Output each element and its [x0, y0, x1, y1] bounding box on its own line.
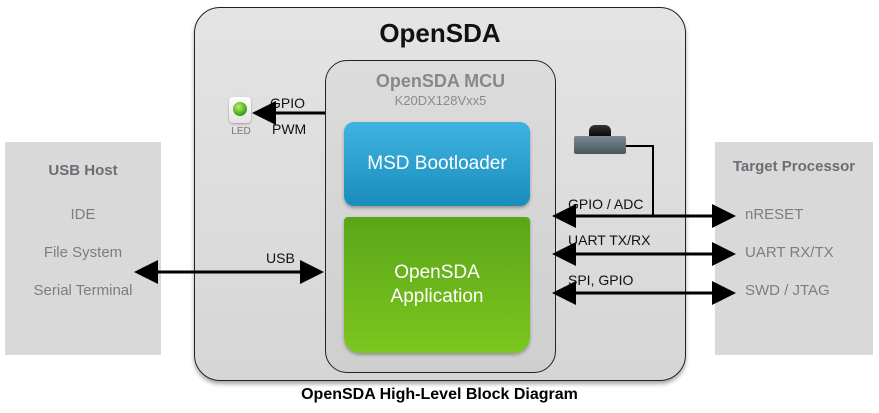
usb-host-item-file-system: File System: [43, 244, 123, 261]
application-label-line2: Application: [390, 286, 484, 307]
target-item-uart: UART RX/TX: [745, 244, 834, 261]
msd-bootloader-label: MSD Bootloader: [367, 153, 507, 174]
led-light: [233, 102, 247, 116]
usb-host-panel: USB Host IDE File System Serial Terminal: [5, 142, 161, 355]
mcu-title: OpenSDA MCU: [375, 71, 506, 91]
led-label: LED: [231, 126, 251, 137]
target-item-nreset: nRESET: [745, 206, 804, 223]
target-processor-title: Target Processor: [732, 158, 856, 175]
diagram-caption: OpenSDA High-Level Block Diagram: [301, 386, 578, 403]
target-processor-panel: Target Processor nRESET UART RX/TX SWD /…: [715, 142, 873, 355]
mcu-part-number: K20DX128Vxx5: [394, 93, 487, 108]
usb-host-item-ide: IDE: [70, 206, 96, 223]
target-item-swd-jtag: SWD / JTAG: [745, 282, 830, 299]
led-signal-pwm: PWM: [272, 121, 307, 137]
msd-bootloader-block: MSD Bootloader: [344, 122, 530, 206]
push-button-cap: [589, 125, 611, 139]
led-signal-gpio: GPIO: [270, 95, 306, 111]
opensda-application-block: OpenSDA Application: [344, 217, 530, 353]
led-icon: [229, 97, 251, 123]
push-button-icon: [574, 136, 626, 154]
application-label-line1: OpenSDA: [394, 262, 480, 283]
usb-host-title: USB Host: [48, 162, 118, 179]
opensda-title: OpenSDA: [379, 18, 501, 48]
reset-button-wire: [626, 145, 654, 215]
usb-host-item-serial-terminal: Serial Terminal: [33, 282, 133, 299]
